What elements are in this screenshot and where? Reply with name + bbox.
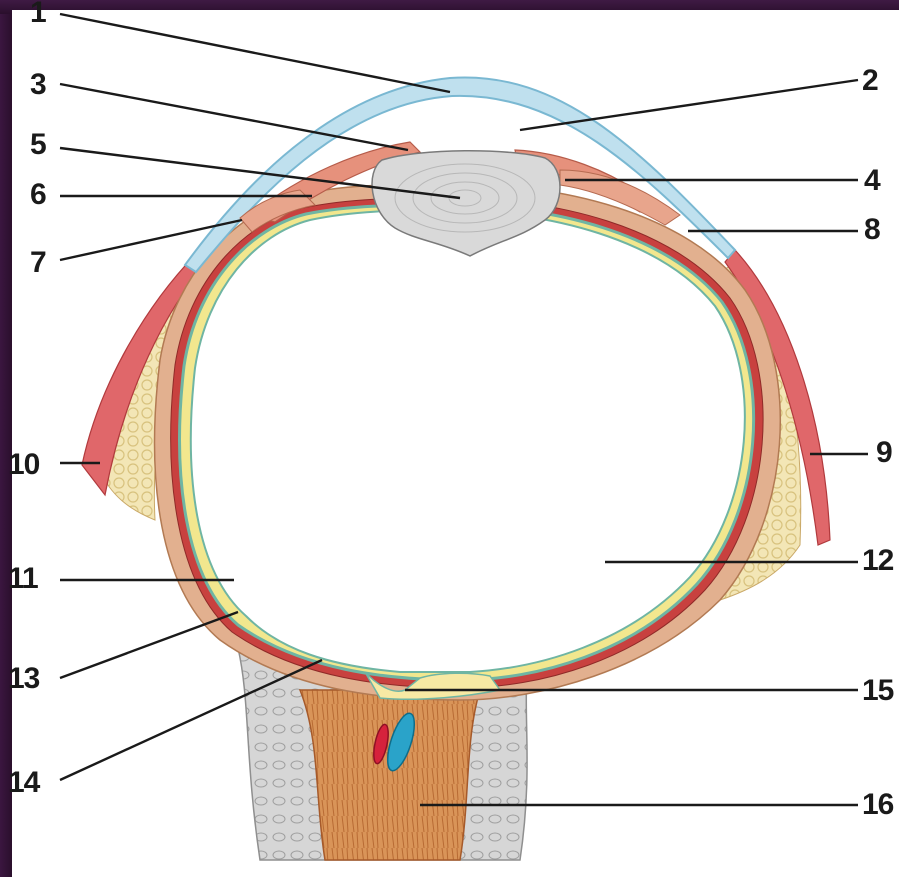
leader-line-13 xyxy=(60,612,238,678)
label-15: 15 xyxy=(862,676,893,706)
label-4: 4 xyxy=(864,166,880,196)
leader-line-1 xyxy=(60,14,450,92)
label-16: 16 xyxy=(862,790,893,820)
label-11: 11 xyxy=(8,564,38,594)
label-7: 7 xyxy=(30,248,46,278)
vitreous-body xyxy=(191,210,745,672)
optic-nerve xyxy=(300,690,480,860)
label-10: 10 xyxy=(8,450,39,480)
label-2: 2 xyxy=(862,66,878,96)
label-5: 5 xyxy=(30,130,46,160)
leader-line-2 xyxy=(520,80,858,130)
label-12: 12 xyxy=(862,546,893,576)
label-13: 13 xyxy=(8,664,39,694)
label-8: 8 xyxy=(864,215,880,245)
label-3: 3 xyxy=(30,70,46,100)
label-1: 1 xyxy=(30,0,46,28)
label-9: 9 xyxy=(876,438,892,468)
label-14: 14 xyxy=(8,768,39,798)
label-6: 6 xyxy=(30,180,46,210)
